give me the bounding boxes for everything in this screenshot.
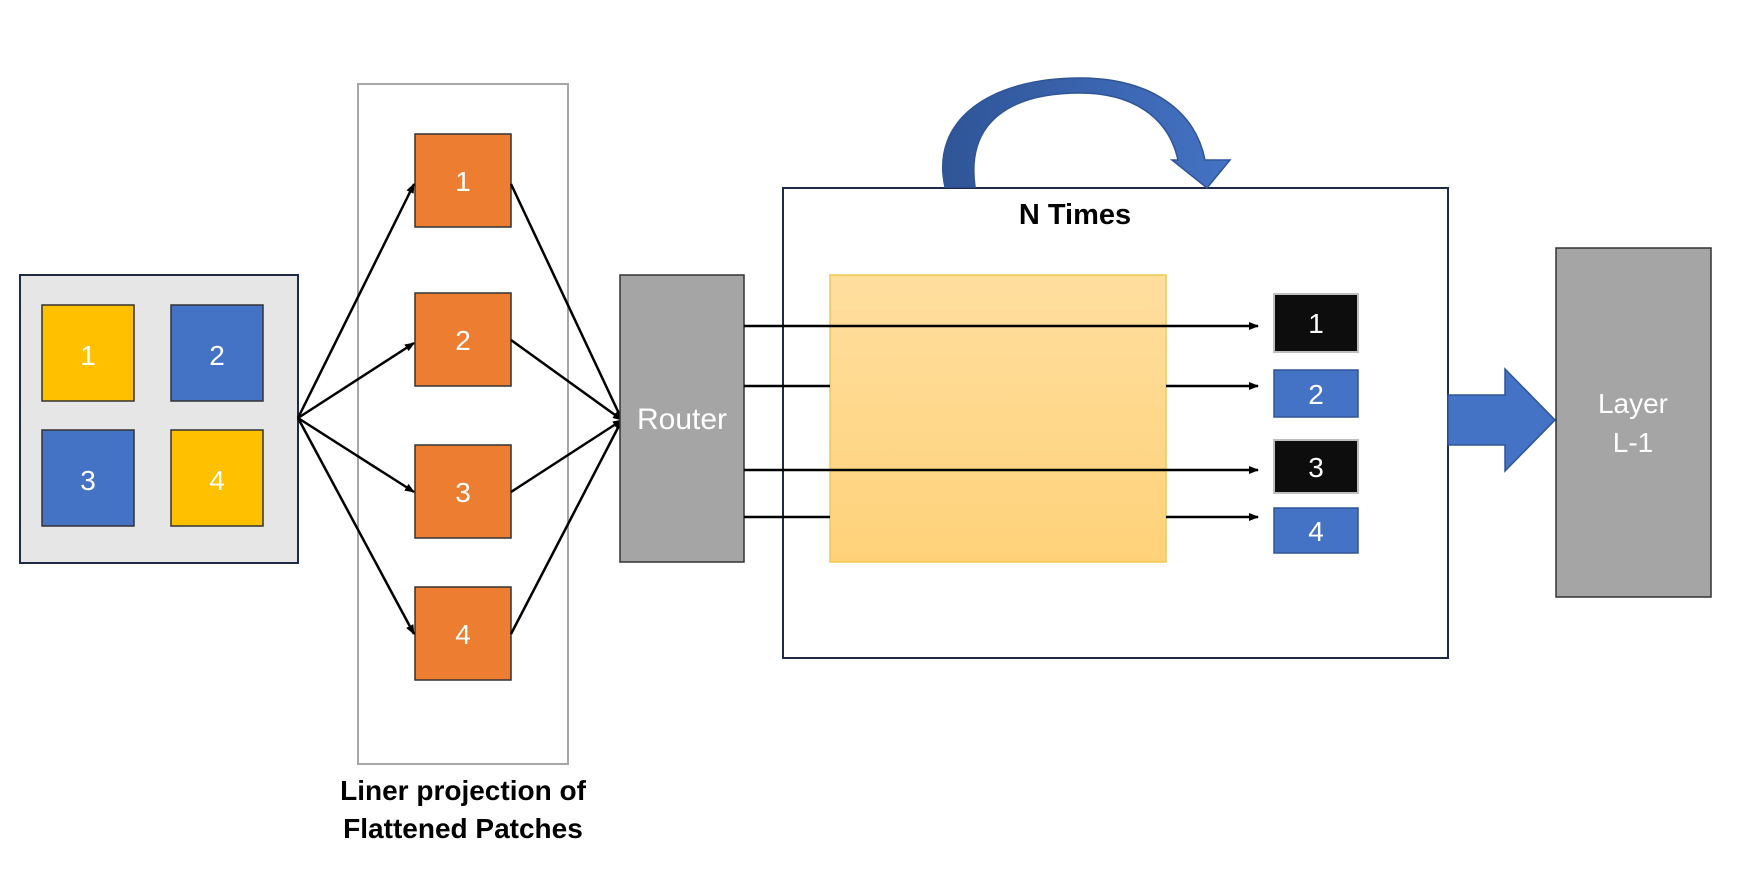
projected-patch: 1 xyxy=(414,133,512,228)
input-image-panel: 1 2 3 4 xyxy=(19,274,299,564)
input-patch-label: 4 xyxy=(209,465,225,496)
n-times-container: N Times xyxy=(782,187,1449,659)
output-token-label: 2 xyxy=(1308,379,1324,410)
input-patch: 1 xyxy=(41,304,135,402)
projected-patch: 4 xyxy=(414,586,512,681)
router-to-output-lines xyxy=(744,322,1259,521)
input-patch-label: 3 xyxy=(80,465,96,496)
expert-block xyxy=(829,274,1167,563)
projected-patch-label: 1 xyxy=(455,166,471,197)
input-patch-label: 2 xyxy=(209,340,225,371)
input-patch-label: 1 xyxy=(80,340,96,371)
projection-caption-line2: Flattened Patches xyxy=(343,813,583,844)
output-token-label: 3 xyxy=(1308,452,1324,483)
router-label: Router xyxy=(637,403,727,436)
arrow xyxy=(510,338,623,422)
repeat-curve-arrow xyxy=(942,77,1232,190)
n-times-title: N Times xyxy=(1019,199,1131,231)
output-token: 2 xyxy=(1273,369,1359,418)
arrow xyxy=(296,417,416,635)
input-patch: 2 xyxy=(170,304,264,402)
layer-label-line1: Layer xyxy=(1598,388,1668,419)
arrow xyxy=(509,419,624,635)
layer-label-line2: L-1 xyxy=(1613,427,1653,458)
projected-patch-label: 4 xyxy=(455,619,471,650)
arrow xyxy=(510,418,623,494)
block-arrow-right xyxy=(1447,367,1557,473)
projected-patch: 3 xyxy=(414,444,512,539)
input-to-projection-arrows xyxy=(296,183,416,635)
output-token: 4 xyxy=(1273,507,1359,554)
linear-projection-group: 1 2 3 4 Liner projection of Flattened Pa… xyxy=(340,83,587,844)
arrow xyxy=(297,341,415,420)
router-block: Router xyxy=(619,274,745,563)
projection-to-router-arrows xyxy=(509,183,624,635)
projected-patch-label: 3 xyxy=(455,477,471,508)
output-tokens: 1 2 3 4 xyxy=(1273,293,1359,554)
output-token: 1 xyxy=(1273,293,1359,353)
arrow xyxy=(296,183,416,419)
projected-patch-label: 2 xyxy=(455,325,471,356)
projection-caption-line1: Liner projection of xyxy=(340,775,586,806)
output-token: 3 xyxy=(1273,439,1359,494)
input-patch: 3 xyxy=(41,429,135,527)
output-token-label: 4 xyxy=(1308,516,1324,547)
layer-block: Layer L-1 xyxy=(1555,247,1712,598)
output-token-label: 1 xyxy=(1308,308,1324,339)
arrow xyxy=(297,416,415,494)
projected-patch: 2 xyxy=(414,292,512,387)
arrow xyxy=(509,183,624,421)
input-patch: 4 xyxy=(170,429,264,527)
